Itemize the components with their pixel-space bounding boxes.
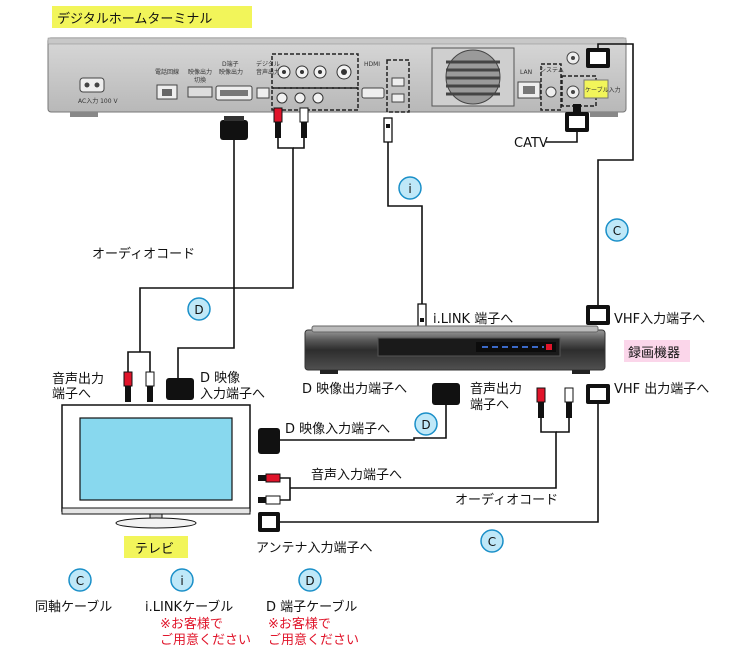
- legend-note1-1: ※お客様で: [160, 616, 223, 632]
- badge-d-cable-1: D: [187, 297, 211, 321]
- connectors: [123, 48, 610, 532]
- audio-out-rec-label-1: 音声出力: [470, 381, 522, 397]
- svg-text:システム: システム: [540, 67, 564, 74]
- catv-label: CATV: [514, 136, 548, 151]
- badge-d-cable-2: D: [414, 412, 438, 436]
- ac-inlet: [79, 77, 105, 93]
- svg-text:音声出力: 音声出力: [256, 68, 280, 76]
- ilink-in-label: i.LINK 端子へ: [433, 312, 513, 327]
- legend-note2-2: ご用意ください: [268, 632, 359, 648]
- svg-text:AC入力 100 V: AC入力 100 V: [78, 97, 118, 105]
- legend-badge-d: D: [298, 568, 322, 592]
- audio-out-rec-label-2: 端子へ: [470, 398, 509, 413]
- vhf-out-label: VHF 出力端子へ: [614, 382, 709, 397]
- terminal-title: デジタルホームターミナル: [57, 11, 212, 27]
- badges: i C D D C C i D: [68, 176, 629, 592]
- d-video-out-label: D 映像出力端子へ: [302, 382, 407, 397]
- audio-in-tv-label: 音声入力端子へ: [311, 467, 402, 483]
- recorder-label-bg: [624, 340, 690, 362]
- labels: CATV オーディオコード i.LINK 端子へ VHF入力端子へ VHF 出力…: [52, 136, 709, 556]
- d-video-in-label-2: 入力端子へ: [200, 387, 265, 402]
- badge-c-cable-1: C: [605, 218, 629, 242]
- fan-grille: [431, 47, 515, 107]
- svg-text:D端子: D端子: [222, 60, 239, 68]
- tv-label-bg: [124, 536, 188, 558]
- svg-text:映像出力: 映像出力: [219, 68, 243, 76]
- svg-text:C: C: [488, 535, 496, 549]
- svg-text:HDMI: HDMI: [364, 61, 380, 68]
- svg-text:D: D: [305, 574, 314, 588]
- svg-text:LAN: LAN: [520, 69, 532, 76]
- vhf-in-label: VHF入力端子へ: [614, 312, 705, 327]
- svg-text:映像出力: 映像出力: [188, 68, 212, 76]
- terminal-device: AC入力 100 V 電話回線 映像出力 切換 D端子 映像出力 デジタル 音声…: [47, 37, 627, 117]
- audio-cord-bottom-label: オーディオコード: [455, 492, 558, 508]
- legend-note1-2: ご用意ください: [160, 632, 251, 648]
- legend-dcable: D 端子ケーブル: [266, 599, 357, 615]
- svg-text:i: i: [408, 182, 411, 196]
- legend-badge-c: C: [68, 568, 92, 592]
- audio-cord-top-label: オーディオコード: [92, 246, 195, 262]
- recorder-label: 録画機器: [628, 346, 680, 361]
- terminal-title-bg: [52, 6, 252, 28]
- svg-text:D: D: [194, 303, 203, 317]
- legend-ilink: i.LINKケーブル: [145, 599, 233, 615]
- svg-text:電話回線: 電話回線: [155, 68, 179, 76]
- tv-label: テレビ: [135, 542, 174, 557]
- svg-text:デジタル: デジタル: [256, 60, 280, 68]
- tv-device: [61, 404, 251, 529]
- svg-text:C: C: [76, 574, 84, 588]
- d-video-in-tv-label: D 映像入力端子へ: [285, 422, 390, 437]
- legend-note2-1: ※お客様で: [268, 616, 331, 632]
- audio-out-tv-label-2: 端子へ: [52, 387, 91, 402]
- badge-c-cable-2: C: [480, 529, 504, 553]
- antenna-in-label: アンテナ入力端子へ: [256, 541, 372, 556]
- audio-out-tv-label-1: 音声出力: [52, 371, 104, 387]
- svg-text:i: i: [180, 574, 183, 588]
- legend-coax: 同軸ケーブル: [35, 599, 112, 615]
- svg-text:ケーブル入力: ケーブル入力: [585, 86, 621, 94]
- legend-badge-i: i: [170, 568, 194, 592]
- recorder-device: [304, 325, 606, 374]
- d-video-in-label-1: D 映像: [200, 371, 240, 386]
- svg-text:C: C: [613, 224, 621, 238]
- svg-text:D: D: [421, 418, 430, 432]
- svg-text:切換: 切換: [194, 76, 206, 84]
- cables: [127, 43, 634, 523]
- legend: 同軸ケーブル i.LINKケーブル D 端子ケーブル ※お客様で ご用意ください…: [35, 599, 359, 648]
- badge-i-cable: i: [398, 176, 422, 200]
